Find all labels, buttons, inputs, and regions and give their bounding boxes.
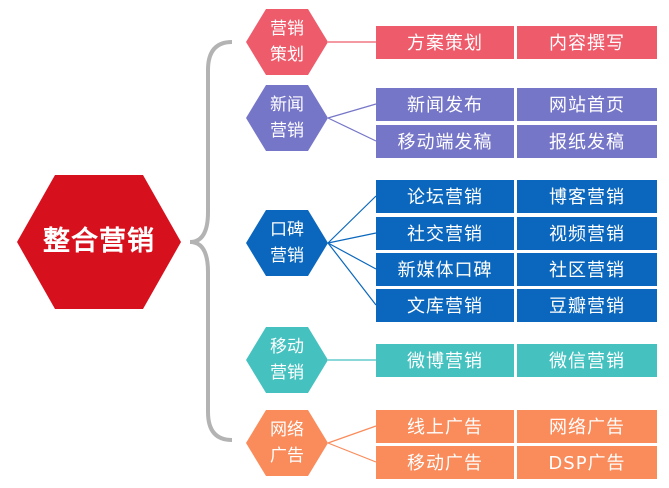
item-box[interactable]: 报纸发稿 [517, 124, 657, 158]
center-node: 整合营销 [17, 175, 181, 309]
item-box[interactable]: 线上广告 [376, 409, 514, 443]
category-label: 营销 策划 [270, 19, 304, 65]
item-box[interactable]: 文库营销 [376, 288, 514, 322]
category-hexagon-shape [246, 85, 328, 151]
item-box[interactable]: 视频营销 [517, 216, 657, 250]
connector-line [327, 232, 377, 244]
item-box[interactable]: 论坛营销 [376, 179, 514, 213]
item-box[interactable]: 微信营销 [517, 343, 657, 377]
item-box[interactable]: 网站首页 [517, 87, 657, 121]
item-box[interactable]: 豆瓣营销 [517, 288, 657, 322]
category-hexagon-shape [246, 9, 328, 75]
item-box[interactable]: 网络广告 [517, 409, 657, 443]
category-hexagon-shape [246, 327, 328, 393]
connector-line [327, 425, 377, 444]
item-box[interactable]: 移动端发稿 [376, 124, 514, 158]
connector-line [327, 442, 377, 463]
item-box[interactable]: 微博营销 [376, 343, 514, 377]
category-node-0: 营销 策划 [246, 9, 328, 75]
item-box[interactable]: 方案策划 [376, 25, 514, 59]
category-node-1: 新闻 营销 [246, 85, 328, 151]
item-box[interactable]: 新闻发布 [376, 87, 514, 121]
item-box[interactable]: 内容撰写 [517, 25, 657, 59]
item-box[interactable]: 移动广告 [376, 445, 514, 479]
category-node-4: 网络 广告 [246, 410, 328, 476]
item-box[interactable]: 新媒体口碑 [376, 252, 514, 286]
group-bracket [189, 40, 233, 442]
category-label: 口碑 营销 [270, 220, 304, 266]
item-box[interactable]: 社交营销 [376, 216, 514, 250]
category-label: 新闻 营销 [270, 95, 304, 141]
center-node-label: 整合营销 [43, 226, 155, 257]
category-label: 移动 营销 [270, 337, 304, 383]
category-node-3: 移动 营销 [246, 327, 328, 393]
connector-line [327, 195, 377, 244]
category-node-2: 口碑 营销 [246, 210, 328, 276]
center-hexagon-shape [17, 175, 181, 309]
category-hexagon-shape [246, 210, 328, 276]
connector-line [327, 242, 377, 270]
connector-line [327, 242, 377, 306]
connector-line [327, 103, 377, 119]
category-hexagon-shape [246, 410, 328, 476]
connector-line [327, 117, 377, 142]
item-box[interactable]: 社区营销 [517, 252, 657, 286]
item-box[interactable]: DSP广告 [517, 445, 657, 479]
category-label: 网络 广告 [270, 420, 304, 466]
item-box[interactable]: 博客营销 [517, 179, 657, 213]
